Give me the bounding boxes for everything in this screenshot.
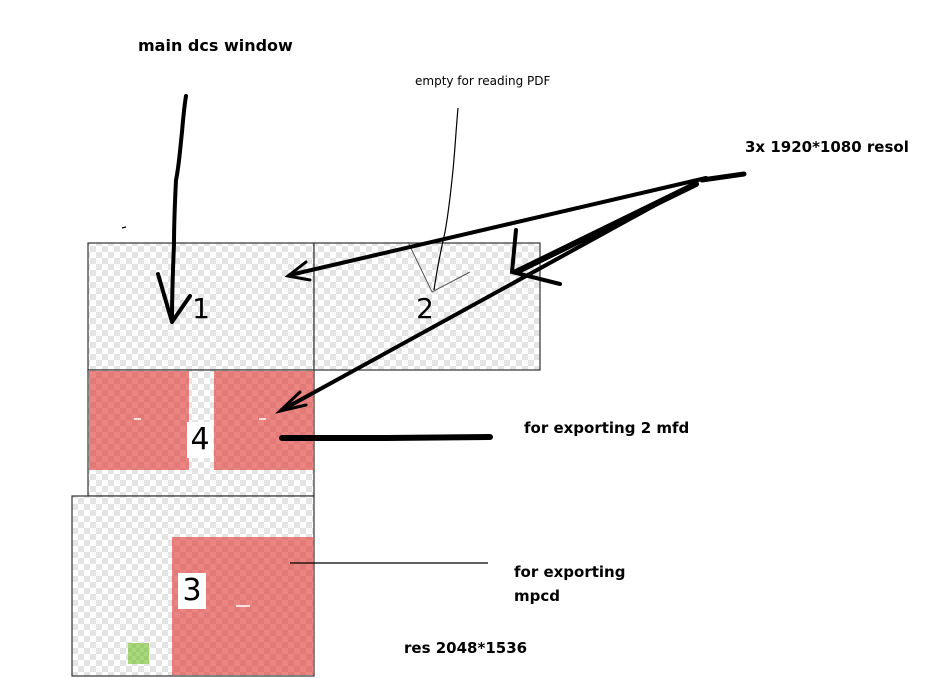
screen-1-box xyxy=(87,242,315,371)
screen-4-number: 4 xyxy=(187,422,213,458)
label-resolution-bottom: res 2048*1536 xyxy=(404,639,528,657)
mfd-left-region xyxy=(89,371,189,470)
arrow-pdf-head xyxy=(407,241,471,293)
arrow-resol-to-screen4-head xyxy=(274,390,308,414)
stray-mark xyxy=(121,226,127,229)
label-resolution-top: 3x 1920*1080 resol xyxy=(745,138,909,156)
green-square xyxy=(128,643,149,664)
screen-3-number: 3 xyxy=(178,573,206,609)
label-export-mfd: for exporting 2 mfd xyxy=(524,419,690,437)
label-main-window: main dcs window xyxy=(138,36,293,55)
arrow-resol-stem xyxy=(699,171,747,183)
arrow-pdf xyxy=(433,107,459,291)
arrow-export-mfd xyxy=(279,434,493,441)
label-export-mpcd: for exporting mpcd xyxy=(514,563,626,605)
mfd-right-region xyxy=(214,371,313,470)
arrow-resol-to-screen4 xyxy=(280,184,692,412)
screen-2-box xyxy=(313,242,541,371)
arrow-resol-to-screen1 xyxy=(288,176,708,277)
screen-2-number: 2 xyxy=(416,292,434,325)
arrow-main-window xyxy=(170,94,188,322)
arrow-main-window-head xyxy=(156,272,192,324)
screen-1-number: 1 xyxy=(192,292,210,325)
label-pdf-note: empty for reading PDF xyxy=(415,74,551,88)
arrow-resol-to-screen2-head xyxy=(509,228,562,286)
arrow-resol-to-screen1-head xyxy=(284,260,312,282)
